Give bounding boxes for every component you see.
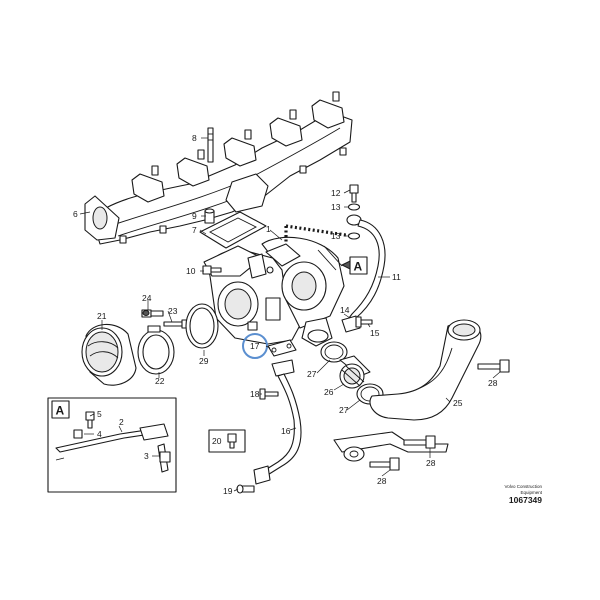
v-band-clamp-22: [137, 325, 175, 375]
callout-6: 6: [73, 209, 78, 219]
callout-18: 18: [250, 389, 260, 399]
hose-clamp-27-upper: [320, 341, 348, 363]
callout-29: 29: [199, 356, 209, 366]
callout-27-upper: 27: [307, 369, 317, 379]
washer-13-upper: [347, 203, 361, 211]
box-20: [208, 429, 246, 453]
callout-23: 23: [168, 306, 178, 316]
hose-26: [339, 355, 371, 389]
gasket-29: [185, 303, 219, 349]
reference-tag-a: A: [340, 256, 368, 275]
gasket-7: [199, 211, 267, 249]
spacer-9: [204, 208, 215, 224]
callout-27-lower: 27: [339, 405, 349, 415]
clamp-bolt-23: [163, 319, 189, 329]
exhaust-elbow-21: [81, 323, 137, 386]
inset-tag-a-label: A: [56, 404, 65, 418]
bolt-10: [202, 265, 222, 275]
leader-lines: [79, 137, 501, 492]
bolt-28-middle: [403, 435, 436, 449]
banjo-bolt-12: [349, 184, 359, 203]
bolt-28-lower: [369, 457, 400, 471]
callout-7: 7: [192, 225, 197, 235]
callout-24: 24: [142, 293, 152, 303]
callout-9: 9: [192, 211, 197, 221]
inset-detail-a: A: [47, 397, 177, 493]
callout-14: 14: [340, 305, 350, 315]
bolt-28-right: [477, 359, 510, 373]
callout-13-upper: 13: [331, 202, 341, 212]
callout-28-right: 28: [488, 378, 498, 388]
turbocharger: [203, 236, 345, 347]
clamp-nut-24: [141, 309, 164, 318]
callout-5: 5: [97, 409, 102, 419]
callout-25: 25: [453, 398, 463, 408]
callout-4: 4: [97, 429, 102, 439]
callout-15: 15: [370, 328, 380, 338]
callout-2: 2: [119, 417, 124, 427]
charge-air-pipe-25: [369, 319, 482, 421]
callout-16: 16: [281, 426, 291, 436]
callout-26: 26: [324, 387, 334, 397]
callout-20: 20: [212, 436, 222, 446]
exhaust-manifold: [84, 91, 353, 245]
drawing-number: 1067349: [508, 495, 542, 505]
bolt-18: [259, 388, 279, 400]
reference-tag-a-label: A: [354, 260, 363, 274]
callout-28-lower: 28: [377, 476, 387, 486]
callout-1: 1: [266, 224, 271, 234]
callout-11: 11: [392, 272, 401, 282]
support-bracket: [333, 431, 449, 462]
callout-17: 17: [250, 341, 260, 351]
callout-12: 12: [331, 188, 341, 198]
bolt-19: [236, 484, 255, 494]
callout-17-highlight: [242, 333, 268, 359]
bolt-15: [355, 316, 373, 328]
callout-13-lower: 13: [331, 231, 341, 241]
washer-13-lower: [347, 232, 361, 240]
callout-21: 21: [97, 311, 107, 321]
callout-19: 19: [223, 486, 233, 496]
drain-gasket-17: [267, 339, 297, 357]
callout-3: 3: [144, 451, 149, 461]
drawing-footer: Volvo Construction Equipment 1067349: [504, 484, 542, 506]
drain-pipe-16: [253, 359, 302, 485]
callout-22: 22: [155, 376, 165, 386]
bolt-alignment-dashes: [284, 224, 353, 244]
stud-8: [207, 127, 214, 163]
callout-28-middle: 28: [426, 458, 436, 468]
brand-line-2: Equipment: [520, 489, 542, 495]
callout-10: 10: [186, 266, 196, 276]
callout-8: 8: [192, 133, 197, 143]
brand-line-1: Volvo Construction: [504, 484, 542, 489]
callout-numbers: 8 9 7 10 6 1 12 13 13 11 14 15 21 22 23 …: [73, 133, 498, 496]
